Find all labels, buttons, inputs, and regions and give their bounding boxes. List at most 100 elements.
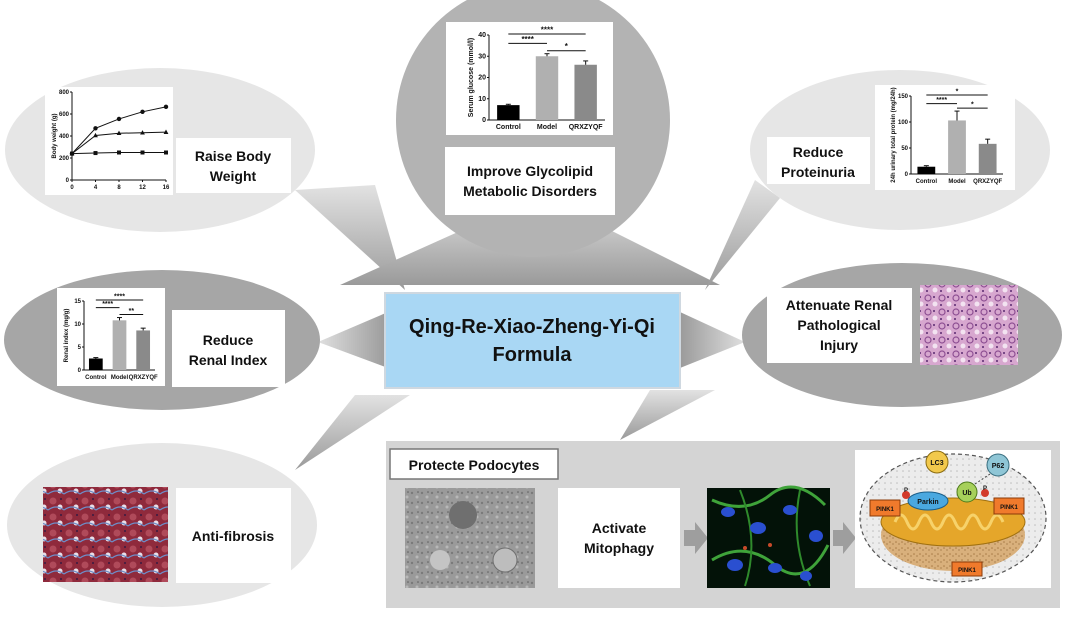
fibrosis-label-box <box>176 488 291 583</box>
renal-index-label-line1: Reduce <box>203 332 254 348</box>
connector-fan-proteinuria <box>705 180 780 290</box>
body-weight-label-line2: Weight <box>210 168 257 184</box>
p-right-label: P <box>983 486 987 492</box>
fibrosis-label: Anti-fibrosis <box>192 528 275 544</box>
y-tick-label: 0 <box>482 117 486 124</box>
connector-fan-pathology <box>680 312 745 368</box>
pathology-label-line1: Attenuate Renal <box>786 297 893 313</box>
mitochondrion-top <box>880 497 1026 547</box>
center-box <box>384 292 681 389</box>
pink1-bottom <box>951 561 983 577</box>
podocytes-title: Protecte Podocytes <box>409 457 540 473</box>
y-tick-label: 200 <box>59 156 70 162</box>
y-tick-label: 10 <box>478 96 486 103</box>
body-weight-label-line1: Raise Body <box>195 148 271 164</box>
significance-label: **** <box>936 97 947 104</box>
y-tick-label: 150 <box>898 94 909 100</box>
significance-label: **** <box>102 301 113 308</box>
proteinuria-label-line1: Reduce <box>793 144 844 160</box>
data-point <box>93 126 98 131</box>
em-organelle-1 <box>449 501 477 529</box>
x-tick-label: 16 <box>163 185 170 191</box>
mitophagy-label-box <box>558 488 680 588</box>
p-right <box>981 489 989 497</box>
category-label: Control <box>916 179 938 185</box>
significance-label: * <box>971 102 974 109</box>
bar <box>978 143 997 174</box>
data-point <box>116 130 122 136</box>
y-axis-label: Serum glucose (mmol/l) <box>468 38 475 117</box>
category-label: Control <box>496 124 521 131</box>
glycolipid-label-line2: Metabolic Disorders <box>463 183 597 199</box>
significance-label: * <box>956 89 959 96</box>
y-tick-label: 20 <box>478 75 486 82</box>
y-tick-label: 10 <box>74 322 81 328</box>
category-label: QRXZYQF <box>973 179 1002 185</box>
pathology-label-line2: Pathological <box>797 317 880 333</box>
significance-label: **** <box>114 294 125 301</box>
ub-node <box>956 481 978 503</box>
y-tick-label: 40 <box>478 32 486 39</box>
renal-index-label-line2: Renal Index <box>189 352 268 368</box>
parkin-node <box>907 491 949 511</box>
connector-fan-fibrosis <box>295 395 410 470</box>
fluorescence-cells <box>711 485 830 587</box>
pink1-left-label: PINK1 <box>876 507 894 513</box>
y-tick-label: 800 <box>59 90 70 96</box>
pink1-left <box>869 499 901 517</box>
data-point <box>93 151 98 156</box>
arrow-to-fluorescence <box>684 522 708 554</box>
bar <box>574 64 597 120</box>
significance-label: ** <box>129 308 135 315</box>
connector-fan-podocytes <box>620 390 715 440</box>
data-point <box>140 109 145 115</box>
y-axis-label: 24h urinary total protein (mg/24h) <box>891 87 897 182</box>
pink1-right <box>993 497 1025 515</box>
data-point <box>117 150 121 155</box>
y-tick-label: 0 <box>78 368 82 374</box>
bar <box>136 330 151 370</box>
data-point <box>93 132 98 138</box>
x-tick-label: 8 <box>117 185 121 191</box>
y-tick-label: 400 <box>59 134 70 140</box>
podocytes-title-box <box>389 448 559 480</box>
p62-label: P62 <box>992 463 1005 470</box>
p-left-label: P <box>904 488 908 494</box>
arrow-to-mitochondrion <box>833 522 856 554</box>
y-tick-label: 100 <box>898 120 909 126</box>
pink1-bottom-label: PINK1 <box>958 568 976 574</box>
category-label: Model <box>111 375 129 381</box>
y-tick-label: 50 <box>901 146 908 152</box>
x-tick-label: 12 <box>139 185 146 191</box>
bar <box>112 320 127 370</box>
lc3-node <box>925 450 949 474</box>
category-label: Model <box>537 124 557 131</box>
center-title-line1: Qing-Re-Xiao-Zheng-Yi-Qi <box>409 316 655 338</box>
y-tick-label: 30 <box>478 53 486 60</box>
connector-fan-body-weight <box>295 185 405 290</box>
category-label: QRXZYQF <box>129 375 158 381</box>
data-point <box>163 129 169 134</box>
bar <box>917 166 936 174</box>
mitophagy-label-line1: Activate <box>592 520 647 536</box>
y-tick-label: 5 <box>78 345 82 351</box>
em-organelle-2 <box>430 550 450 570</box>
proteinuria-label-box <box>767 137 870 184</box>
x-tick-label: 4 <box>94 185 98 191</box>
data-point <box>163 104 169 110</box>
lc3-label: LC3 <box>930 460 943 467</box>
x-tick-label: 0 <box>70 185 74 191</box>
y-axis-label: Renal index (mg/g) <box>64 309 70 363</box>
significance-label: * <box>565 42 569 51</box>
pink1-right-label: PINK1 <box>1000 505 1018 511</box>
pathology-label-box <box>767 288 912 363</box>
p62-node <box>986 453 1010 477</box>
p-left <box>902 491 910 499</box>
body-weight-label-box <box>176 138 291 193</box>
significance-label: **** <box>521 35 534 44</box>
renal-histology-image <box>920 285 1018 365</box>
